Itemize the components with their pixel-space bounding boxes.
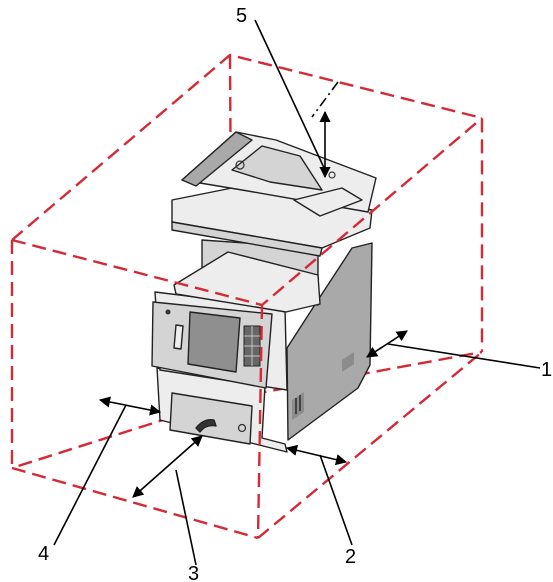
callout-label-3: 3: [188, 563, 199, 582]
tray-indicator-icon: [237, 423, 247, 433]
side-vents: [292, 352, 354, 420]
callout-label-4: 4: [38, 543, 49, 565]
leader-line-3: [175, 469, 197, 566]
double-arrow-front-left: [132, 435, 203, 498]
scanner-front: [171, 221, 323, 257]
clearance-box-front: [10, 53, 484, 540]
keypad: [243, 325, 261, 367]
top-reference-line: [311, 81, 339, 118]
output-tray: [173, 251, 321, 313]
touch-screen: [187, 311, 241, 373]
feeder-top-cover: [181, 131, 253, 187]
double-arrow-front: [285, 444, 348, 466]
feeder-guide-icon: [235, 160, 245, 170]
leader-line-5: [254, 19, 327, 173]
feeder-output-tray: [293, 187, 363, 217]
leader-line-2: [319, 454, 353, 546]
leader-line-4: [53, 404, 127, 546]
callout-label-2: 2: [345, 546, 356, 568]
feeder-input-tray: [231, 145, 323, 191]
logo-icon: [165, 309, 171, 315]
leader-line-1: [387, 343, 541, 369]
card-reader-slot: [173, 324, 184, 350]
double-arrow-right: [366, 330, 408, 358]
leader-lines: [53, 19, 541, 566]
printer-illustration: [151, 131, 377, 453]
clearance-arrows: [98, 110, 408, 498]
tray-handle-icon: [195, 418, 217, 433]
double-arrow-left: [98, 396, 162, 416]
callout-label-5: 5: [236, 5, 247, 27]
paper-tray: [169, 392, 253, 445]
printer-side-panel: [286, 242, 373, 441]
callout-label-1: 1: [541, 359, 552, 381]
